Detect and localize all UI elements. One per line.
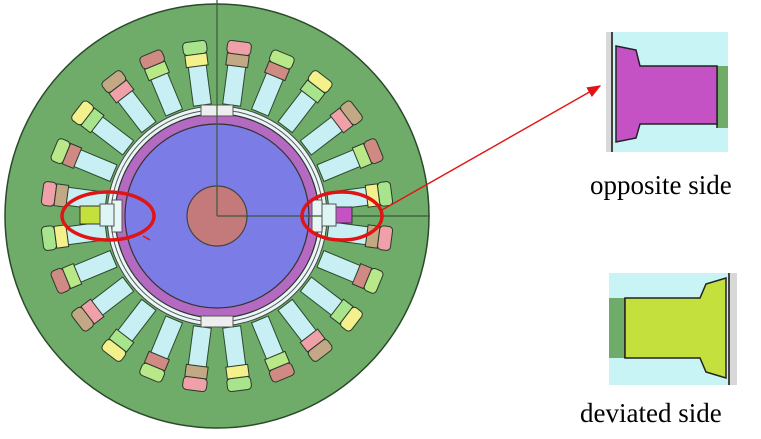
right-magnet [335,206,353,224]
stator-slot [316,138,384,183]
stator-slot [139,49,184,117]
stator-slot [71,276,135,332]
stator-slots [40,39,394,393]
stator-slot [50,138,118,183]
deviated-magnet-shape [624,276,727,380]
detail-opposite [606,32,728,152]
detail-deviated [609,273,737,385]
stator-slot [277,70,333,134]
opposite-magnet-shape [615,45,718,143]
stator-slot [250,315,295,383]
stator-slot [139,315,184,383]
stator-slot [250,49,295,117]
stator-slot [101,70,157,134]
label-deviated-side: deviated side [580,398,722,428]
left-mark [142,235,151,241]
stator-slot [299,276,363,332]
left-magnet-slot [99,203,115,227]
stator-slot [222,325,252,393]
rotor-notch-bottom [200,315,234,328]
stator-slot [71,100,135,156]
highlight-ellipse-right [300,190,384,242]
right-magnet-slot [321,203,337,227]
stator-slot [50,249,118,294]
stator-slot [316,249,384,294]
stator-slot [40,221,108,251]
highlight-ellipse-left [60,190,156,242]
stator-slot [299,100,363,156]
stator-slot [182,325,212,393]
stator-slot [101,298,157,362]
left-magnet [79,205,101,225]
stator-slot [277,298,333,362]
label-opposite-side: opposite side [590,170,732,200]
callout-arrow [381,85,602,211]
stator-slot [222,39,252,107]
stator-slot [182,39,212,107]
